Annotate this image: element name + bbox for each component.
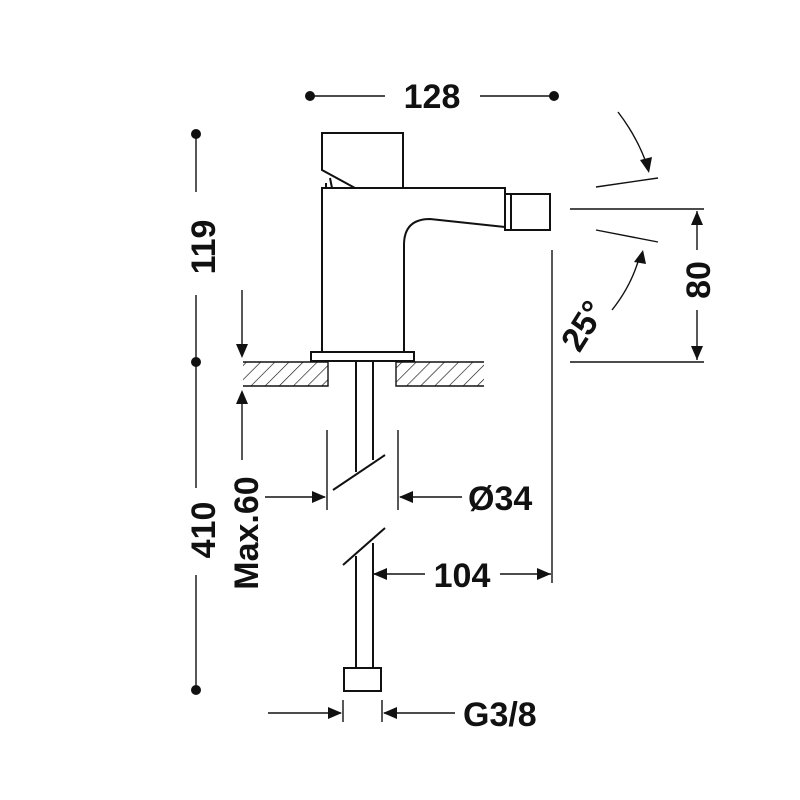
dim-max-counter: Max.60 [228,290,266,590]
dim-connection: G3/8 [268,696,537,734]
dim-label-diameter: Ø34 [468,480,532,518]
dim-label-80: 80 [680,261,718,299]
dim-outlet-height: 80 [570,208,718,363]
dim-label-104: 104 [434,557,491,595]
dim-base-diameter: Ø34 [265,430,532,518]
dim-label-g38: G3/8 [463,696,537,734]
counter-section [243,361,484,387]
dim-reach: 104 [373,250,553,595]
dim-label-128: 128 [404,78,461,116]
dim-label-119: 119 [185,220,223,275]
dim-label-410: 410 [185,502,223,559]
dim-top-width: 128 [305,78,559,116]
faucet-outline [310,132,551,692]
dim-label-25deg: 25° [554,294,613,358]
dim-label-max60: Max.60 [228,476,266,589]
dim-spray-angle: 25° [554,111,659,358]
dim-left-vertical: 119 410 [185,129,223,695]
